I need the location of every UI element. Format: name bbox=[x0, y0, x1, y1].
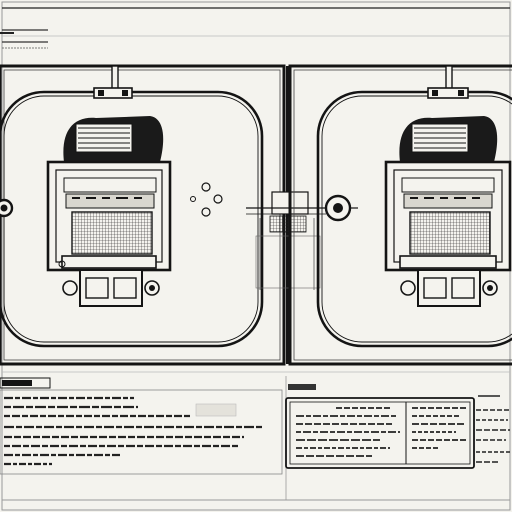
title-block bbox=[0, 29, 48, 49]
left-panel bbox=[0, 64, 286, 366]
side-notes bbox=[476, 395, 510, 463]
left-machine-base bbox=[79, 269, 143, 307]
left-top-connector bbox=[93, 87, 133, 99]
left-machine-grill bbox=[71, 211, 153, 255]
left-panel-frame bbox=[0, 64, 286, 366]
notes-block bbox=[0, 371, 510, 475]
right-machine-unit bbox=[384, 116, 512, 307]
right-panel-frame bbox=[288, 64, 512, 366]
right-top-connector bbox=[427, 87, 469, 99]
right-machine-base bbox=[417, 269, 481, 307]
parts-table bbox=[285, 376, 510, 500]
right-loop-circuit bbox=[316, 90, 512, 348]
notes-lines bbox=[4, 396, 262, 466]
parts-table-rows bbox=[296, 407, 466, 457]
left-indicator-cluster bbox=[190, 182, 223, 217]
right-panel bbox=[288, 64, 512, 366]
right-machine-grill bbox=[409, 211, 491, 255]
left-machine-unit bbox=[46, 116, 172, 307]
